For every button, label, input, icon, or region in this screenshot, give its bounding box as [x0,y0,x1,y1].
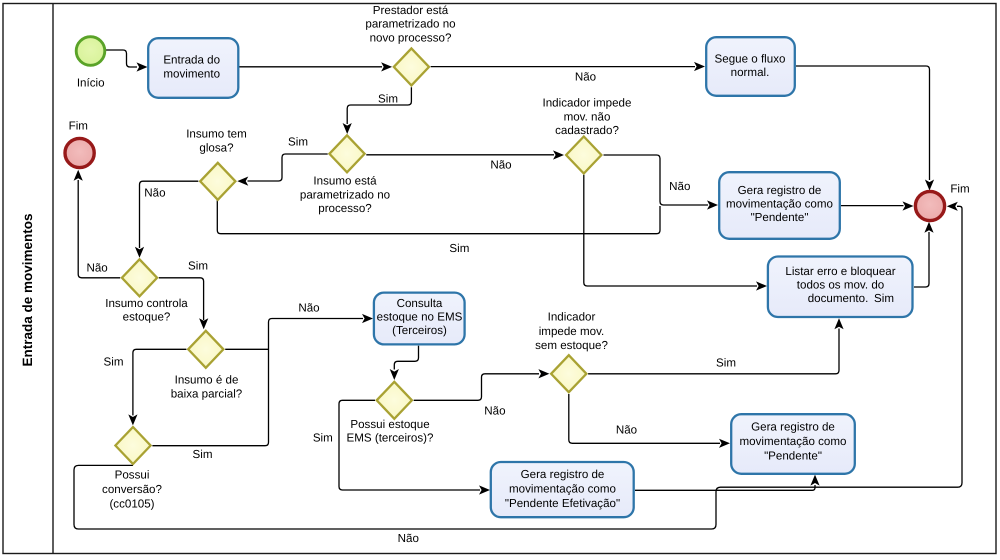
svg-text:Prestador está: Prestador está [373,4,449,17]
svg-text:Sim: Sim [193,448,213,461]
svg-text:Sim: Sim [716,357,736,370]
svg-text:movimentação como: movimentação como [726,198,833,211]
svg-text:Início: Início [77,77,105,90]
svg-text:Consulta: Consulta [397,297,443,310]
svg-text:Insumo tem: Insumo tem [186,128,247,141]
svg-text:todos os mov. do: todos os mov. do [797,279,884,292]
svg-text:Segue o fluxo: Segue o fluxo [715,53,786,66]
svg-text:Não: Não [484,405,505,418]
svg-text:parametrizado no: parametrizado no [300,189,390,202]
svg-text:Gera registro de: Gera registro de [738,184,822,197]
svg-text:(cc0105): (cc0105) [109,497,154,510]
svg-text:"Pendente": "Pendente" [764,449,822,462]
svg-text:(Terceiros): (Terceiros) [392,324,447,337]
svg-text:Gera registro de: Gera registro de [521,468,605,481]
svg-text:Insumo está: Insumo está [313,175,377,188]
svg-text:Gera registro de: Gera registro de [751,421,835,434]
svg-text:Entrada do: Entrada do [163,53,220,66]
svg-text:Sim: Sim [378,93,398,106]
svg-text:Listar erro e bloquear: Listar erro e bloquear [785,265,895,278]
svg-text:Sim: Sim [104,356,124,369]
svg-text:Não: Não [669,180,690,193]
svg-text:Possui: Possui [115,468,150,481]
svg-text:Possui estoque: Possui estoque [350,418,429,431]
svg-text:Sim: Sim [288,136,308,149]
svg-text:EMS (terceiros)?: EMS (terceiros)? [347,432,435,445]
svg-text:"Pendente": "Pendente" [751,211,809,224]
svg-text:glosa?: glosa? [199,142,234,155]
svg-text:impede mov.: impede mov. [539,325,605,338]
svg-text:Indicador impede: Indicador impede [543,97,632,110]
svg-text:mov. não: mov. não [564,111,611,124]
svg-text:sem estoque?: sem estoque? [535,339,608,352]
svg-text:normal.: normal. [731,66,770,79]
svg-text:Sim: Sim [449,242,469,255]
svg-text:Não: Não [575,71,596,84]
svg-text:estoque no EMS: estoque no EMS [377,311,463,324]
svg-text:Não: Não [144,187,165,200]
svg-text:Insumo é de: Insumo é de [175,374,239,387]
svg-text:Não: Não [298,302,319,315]
svg-text:Sim: Sim [874,292,894,305]
svg-text:Sim: Sim [188,260,208,273]
svg-text:baixa parcial?: baixa parcial? [171,387,243,400]
svg-text:movimento: movimento [163,67,220,80]
svg-text:Fim: Fim [69,120,88,133]
svg-text:Não: Não [398,532,419,545]
svg-text:processo?: processo? [318,202,372,215]
svg-text:Não: Não [490,159,511,172]
svg-text:Fim: Fim [950,183,969,196]
svg-text:movimentação como: movimentação como [740,435,847,448]
svg-text:documento.: documento. [808,292,869,305]
svg-text:Indicador: Indicador [548,311,596,324]
svg-text:Insumo controla: Insumo controla [105,297,188,310]
svg-text:parametrizado no: parametrizado no [365,17,455,30]
svg-text:"Pendente Efetivação": "Pendente Efetivação" [505,497,620,510]
svg-text:Não: Não [616,424,637,437]
svg-text:novo processo?: novo processo? [370,32,452,45]
svg-text:estoque?: estoque? [123,311,171,324]
svg-text:Entrada de movimentos: Entrada de movimentos [20,213,35,366]
svg-text:Sim: Sim [313,432,333,445]
svg-text:Não: Não [86,262,107,275]
svg-text:cadastrado?: cadastrado? [555,124,619,137]
svg-text:conversão?: conversão? [102,483,162,496]
svg-text:movimentação como: movimentação como [509,483,616,496]
